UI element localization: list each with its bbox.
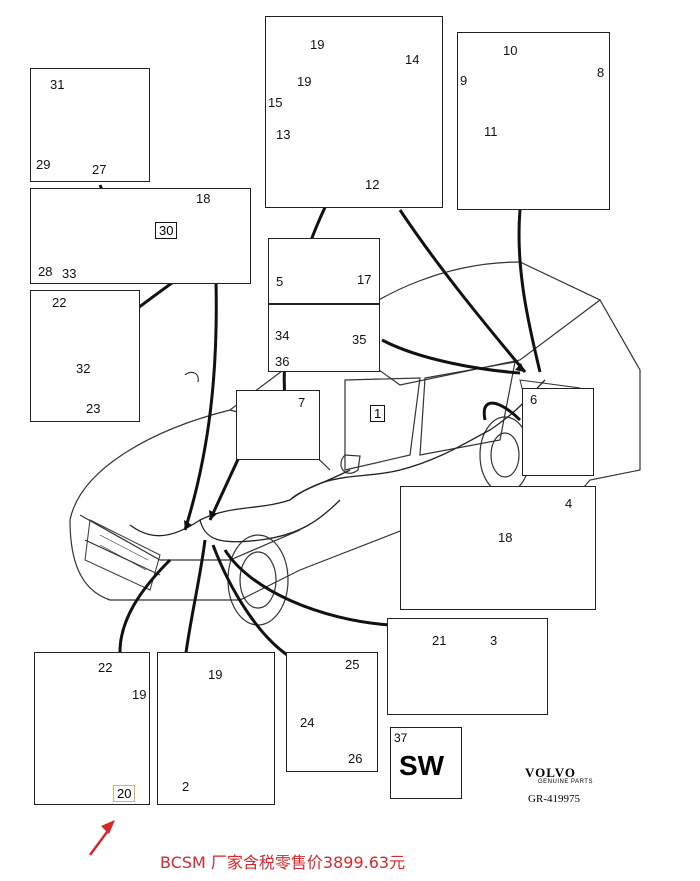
callout-3: 3 (490, 633, 498, 648)
callout-7: 7 (298, 395, 306, 410)
brand-subtitle: GENUINE PARTS (538, 779, 593, 785)
callout-19: 19 (310, 37, 325, 52)
box-cable-24 (286, 652, 378, 772)
box-bracket-31 (30, 68, 150, 182)
callout-9: 9 (460, 73, 468, 88)
callout-13: 13 (276, 127, 291, 142)
callout-2: 2 (182, 779, 190, 794)
brand-logo: VOLVO (525, 765, 576, 780)
highlight-arrow (88, 820, 115, 856)
callout-26: 26 (348, 751, 363, 766)
callout-24: 24 (300, 715, 315, 730)
box-bracket-32 (30, 290, 140, 422)
callout-21: 21 (432, 633, 447, 648)
diagram-reference: GR-419975 (528, 793, 580, 805)
box-rail-3 (387, 618, 548, 715)
callout-14: 14 (405, 52, 420, 67)
box-harness-30 (30, 188, 251, 284)
callout-19: 19 (297, 74, 312, 89)
callout-20-bcsm: 20 (113, 785, 136, 802)
callout-36: 36 (275, 354, 290, 369)
box-battery (457, 32, 610, 210)
box-module-5 (268, 238, 380, 304)
callout-23: 23 (86, 401, 101, 416)
box-bracket-2 (157, 652, 275, 805)
box-bracket-7 (236, 390, 320, 460)
callout-31: 31 (50, 77, 65, 92)
callout-22: 22 (98, 660, 113, 675)
callout-28: 28 (38, 264, 53, 279)
callout-8: 8 (597, 65, 605, 80)
callout-15: 15 (268, 95, 283, 110)
callout-18: 18 (498, 530, 513, 545)
box-module-34 (268, 304, 380, 372)
callout-29: 29 (36, 157, 51, 172)
wiring-loom (129, 379, 546, 543)
sw-label: SW (399, 750, 445, 781)
callout-1: 1 (370, 405, 386, 422)
callout-17: 17 (357, 272, 372, 287)
callout-33: 33 (62, 266, 77, 281)
callout-12: 12 (365, 177, 380, 192)
callout-5: 5 (276, 274, 284, 289)
callout-22: 22 (52, 295, 67, 310)
callout-10: 10 (503, 43, 518, 58)
box-relay-assembly (265, 16, 443, 208)
price-caption: BCSM 厂家含税零售价3899.63元 (160, 853, 406, 872)
callout-6: 6 (530, 392, 538, 407)
callout-11: 11 (484, 124, 498, 139)
callout-18: 18 (196, 191, 211, 206)
callout-25: 25 (345, 657, 360, 672)
box-rail-4 (400, 486, 596, 610)
callout-4: 4 (565, 496, 573, 511)
callout-35: 35 (352, 332, 367, 347)
callout-34: 34 (275, 328, 290, 343)
box-bcsm-20 (34, 652, 150, 805)
box-bracket-6 (522, 388, 594, 476)
callout-32: 32 (76, 361, 91, 376)
callout-19: 19 (208, 667, 223, 682)
callout-19: 19 (132, 687, 147, 702)
callout-30: 30 (155, 222, 178, 239)
callout-27: 27 (92, 162, 107, 177)
sw-box: 37 SW (390, 727, 462, 799)
sw-number: 37 (394, 731, 408, 745)
